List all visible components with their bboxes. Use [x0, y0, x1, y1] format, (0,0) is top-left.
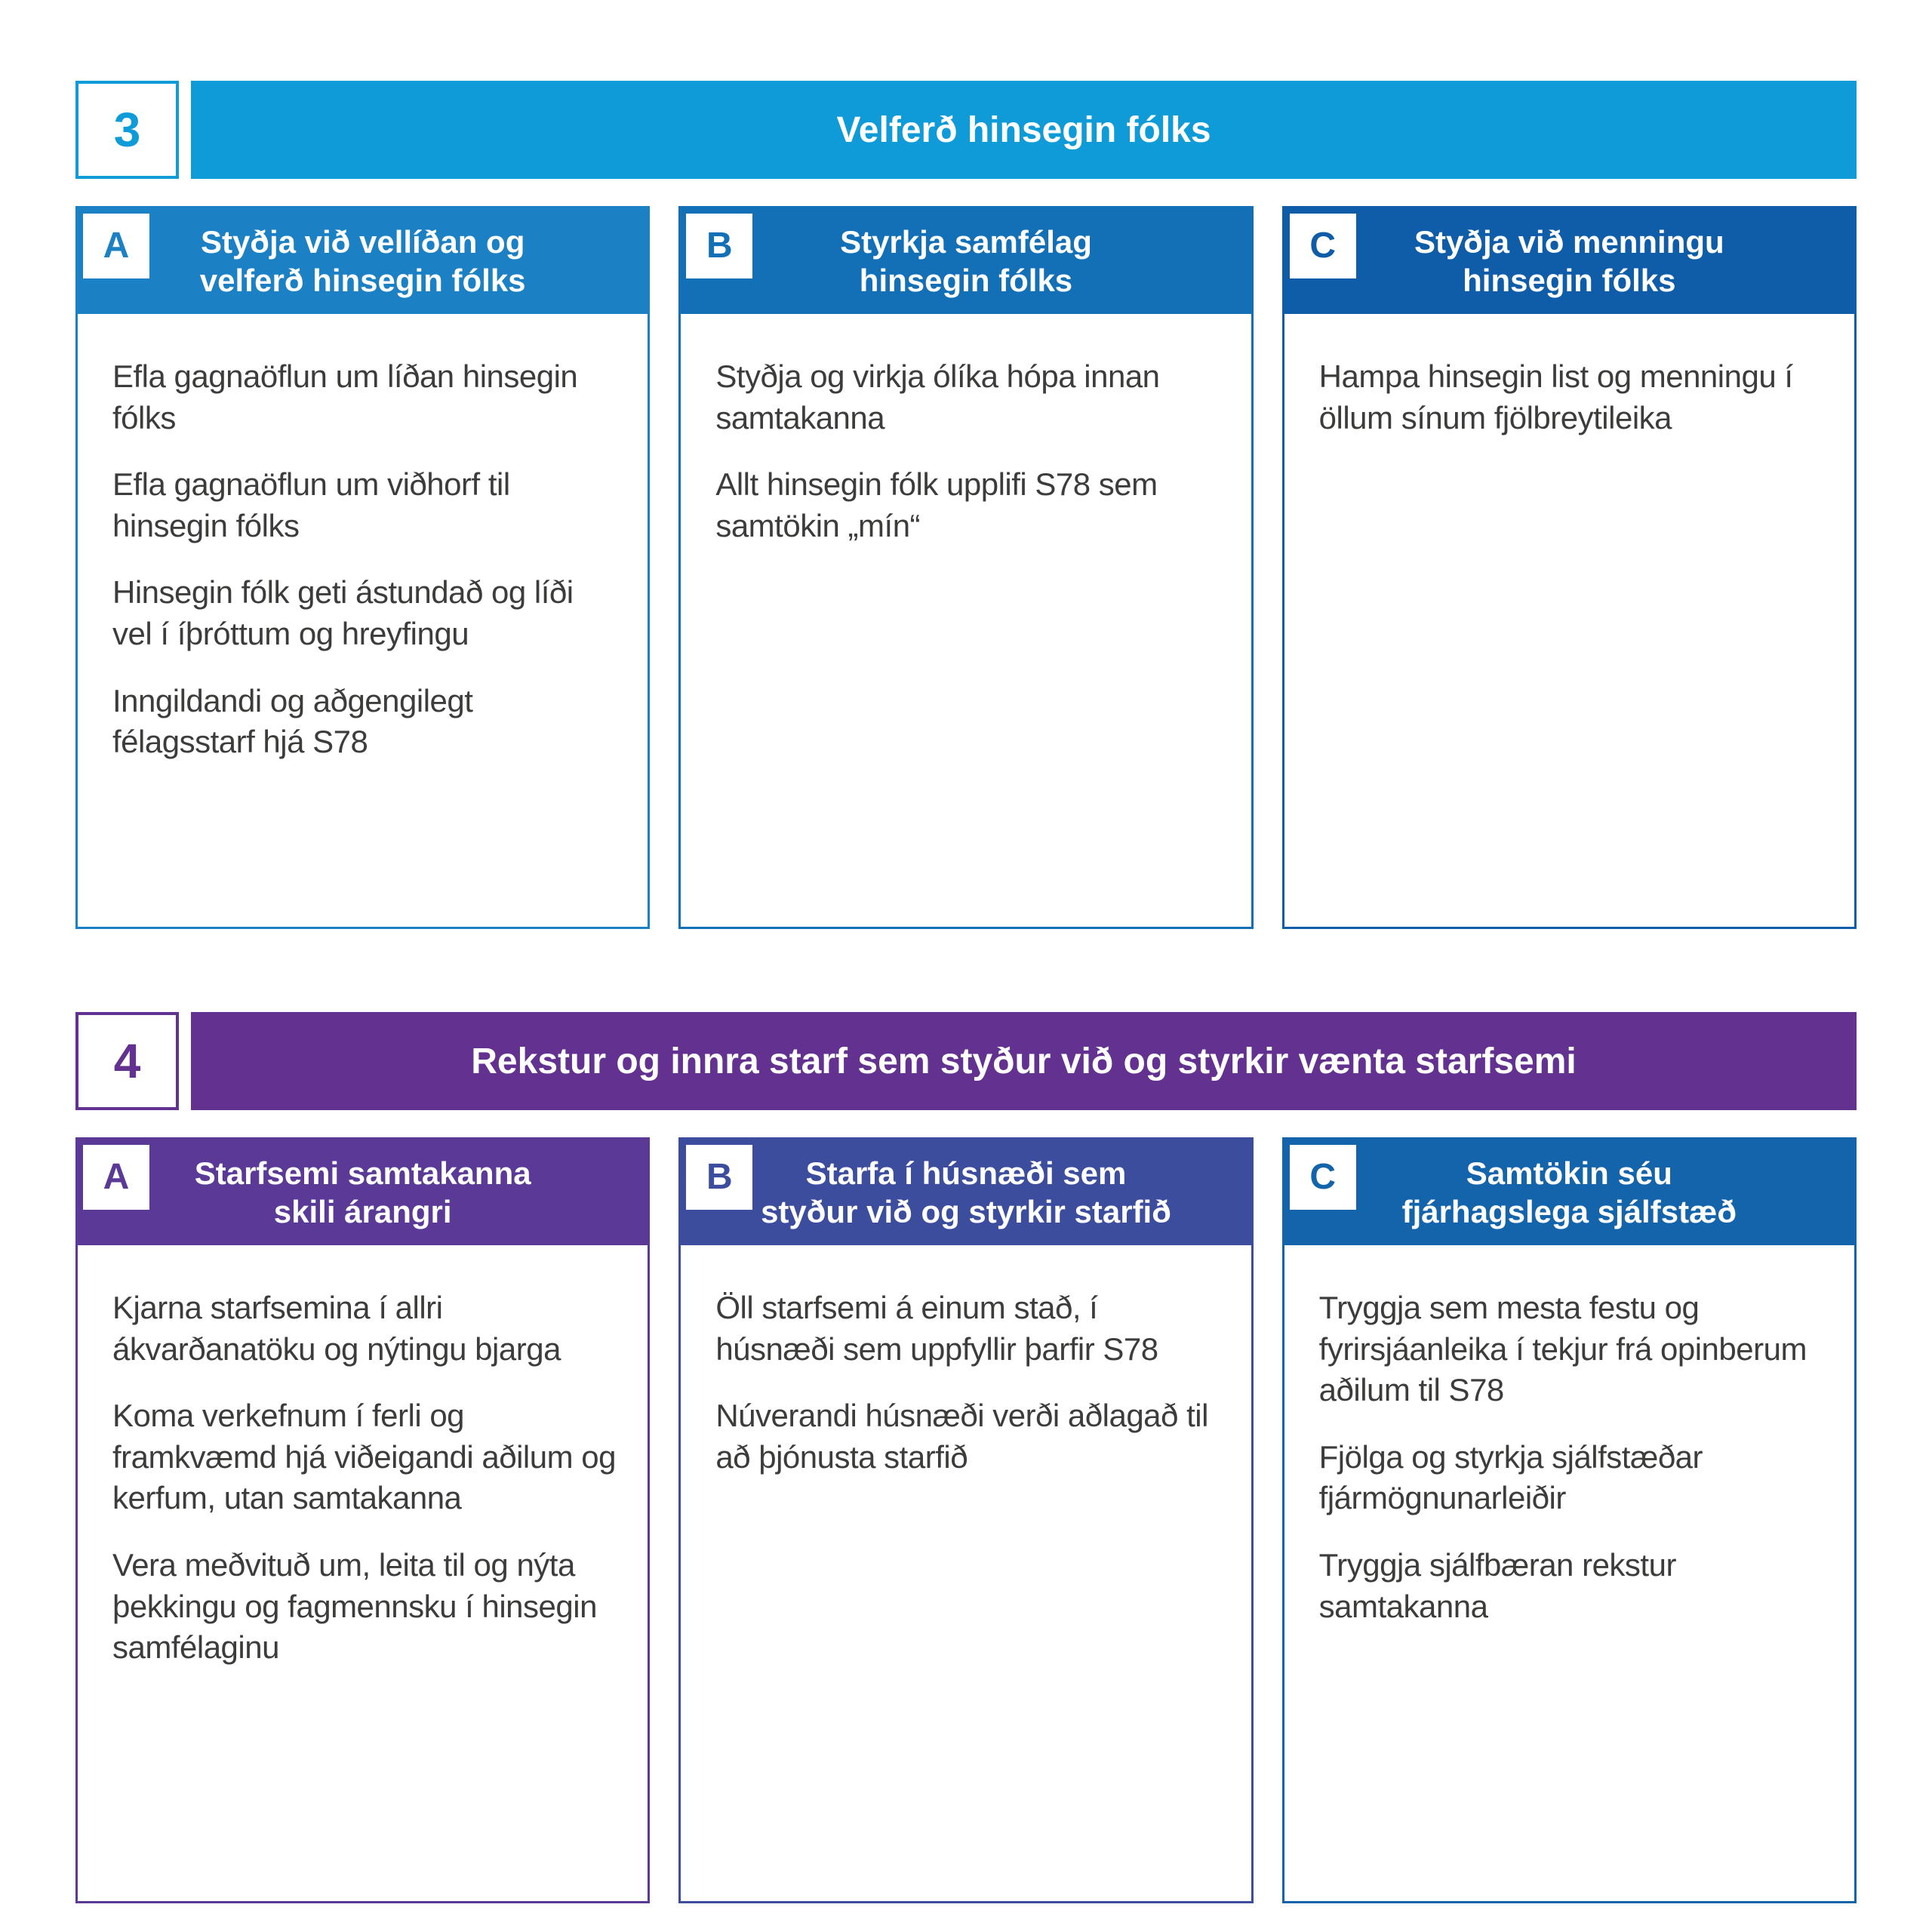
card-item: Koma verkefnum í ferli og framkvæmd hjá … — [112, 1398, 617, 1516]
card-item: Fjölga og styrkja sjálfstæðar fjármögnun… — [1318, 1438, 1703, 1516]
card-3c-title: Styðja við menningu hinsegin fólks — [1414, 223, 1724, 298]
card-4a-header: A Starfsemi samtakanna skili árangri — [78, 1140, 648, 1245]
card-4a-letter-badge: A — [83, 1145, 149, 1210]
card-item: Allt hinsegin fólk upplifi S78 sem samtö… — [715, 466, 1158, 543]
section-4: 4 Rekstur og innra starf sem styður við … — [75, 1012, 1857, 1903]
card-3a: A Styðja við vellíðan og velferð hinsegi… — [75, 206, 651, 929]
card-3a-body: Efla gagnaöflun um líðan hinsegin fólks … — [78, 314, 648, 793]
card-item: Efla gagnaöflun um líðan hinsegin fólks — [112, 358, 578, 435]
card-3b-body: Styðja og virkja ólíka hópa innan samtak… — [681, 314, 1251, 577]
card-item: Hinsegin fólk geti ástundað og líði vel … — [112, 574, 574, 651]
card-4c-letter-badge: C — [1289, 1145, 1356, 1210]
card-4b-letter-badge: B — [686, 1145, 753, 1210]
card-4b: B Starfa í húsnæði sem styður við og sty… — [678, 1137, 1254, 1903]
card-item: Vera meðvituð um, leita til og nýta þekk… — [112, 1546, 597, 1666]
section-4-title-bar: Rekstur og innra starf sem styður við og… — [191, 1012, 1857, 1110]
card-4b-body: Öll starfsemi á einum stað, í húsnæði se… — [681, 1245, 1251, 1508]
section-4-header: 4 Rekstur og innra starf sem styður við … — [75, 1012, 1857, 1110]
section-4-number-box: 4 — [75, 1012, 179, 1110]
card-3b-title: Styrkja samfélag hinsegin fólks — [840, 223, 1092, 298]
card-4a: A Starfsemi samtakanna skili árangri Kja… — [75, 1137, 651, 1903]
section-3-number-box: 3 — [75, 81, 179, 179]
card-item: Tryggja sem mesta festu og fyrirsjáanlei… — [1318, 1290, 1807, 1408]
card-item: Hampa hinsegin list og menningu í öllum … — [1318, 358, 1793, 435]
card-3b-letter-badge: B — [686, 214, 753, 278]
card-item: Efla gagnaöflun um viðhorf til hinsegin … — [112, 466, 510, 543]
card-item: Styðja og virkja ólíka hópa innan samtak… — [715, 358, 1160, 435]
section-3-title-bar: Velferð hinsegin fólks — [191, 81, 1857, 179]
card-4b-header: B Starfa í húsnæði sem styður við og sty… — [681, 1140, 1251, 1245]
card-item: Öll starfsemi á einum stað, í húsnæði se… — [715, 1290, 1158, 1367]
card-4c-body: Tryggja sem mesta festu og fyrirsjáanlei… — [1284, 1245, 1854, 1657]
card-3c-body: Hampa hinsegin list og menningu í öllum … — [1284, 314, 1854, 469]
card-3a-title: Styðja við vellíðan og velferð hinsegin … — [199, 223, 526, 298]
section-3-cards: A Styðja við vellíðan og velferð hinsegi… — [75, 206, 1857, 929]
section-3-header: 3 Velferð hinsegin fólks — [75, 81, 1857, 179]
card-item: Kjarna starfsemina í allri ákvarðanatöku… — [112, 1290, 561, 1367]
card-3c-letter-badge: C — [1289, 214, 1356, 278]
card-3b-header: B Styrkja samfélag hinsegin fólks — [681, 208, 1251, 314]
card-4a-body: Kjarna starfsemina í allri ákvarðanatöku… — [78, 1245, 648, 1699]
card-4b-title: Starfa í húsnæði sem styður við og styrk… — [761, 1155, 1171, 1229]
card-4c: C Samtökin séu fjárhagslega sjálfstæð Tr… — [1281, 1137, 1857, 1903]
card-item: Núverandi húsnæði verði aðlagað til að þ… — [715, 1398, 1208, 1475]
card-4c-title: Samtökin séu fjárhagslega sjálfstæð — [1401, 1155, 1737, 1229]
card-3b: B Styrkja samfélag hinsegin fólks Styðja… — [678, 206, 1254, 929]
section-3: 3 Velferð hinsegin fólks A Styðja við ve… — [75, 81, 1857, 929]
section-4-cards: A Starfsemi samtakanna skili árangri Kja… — [75, 1137, 1857, 1903]
card-item: Inngildandi og aðgengilegt félagsstarf h… — [112, 682, 473, 760]
card-3c-header: C Styðja við menningu hinsegin fólks — [1284, 208, 1854, 314]
card-3a-letter-badge: A — [83, 214, 149, 278]
card-item: Tryggja sjálfbæran rekstur samtakanna — [1318, 1546, 1677, 1624]
card-4c-header: C Samtökin séu fjárhagslega sjálfstæð — [1284, 1140, 1854, 1245]
card-3a-header: A Styðja við vellíðan og velferð hinsegi… — [78, 208, 648, 314]
card-3c: C Styðja við menningu hinsegin fólks Ham… — [1281, 206, 1857, 929]
card-4a-title: Starfsemi samtakanna skili árangri — [194, 1155, 531, 1229]
